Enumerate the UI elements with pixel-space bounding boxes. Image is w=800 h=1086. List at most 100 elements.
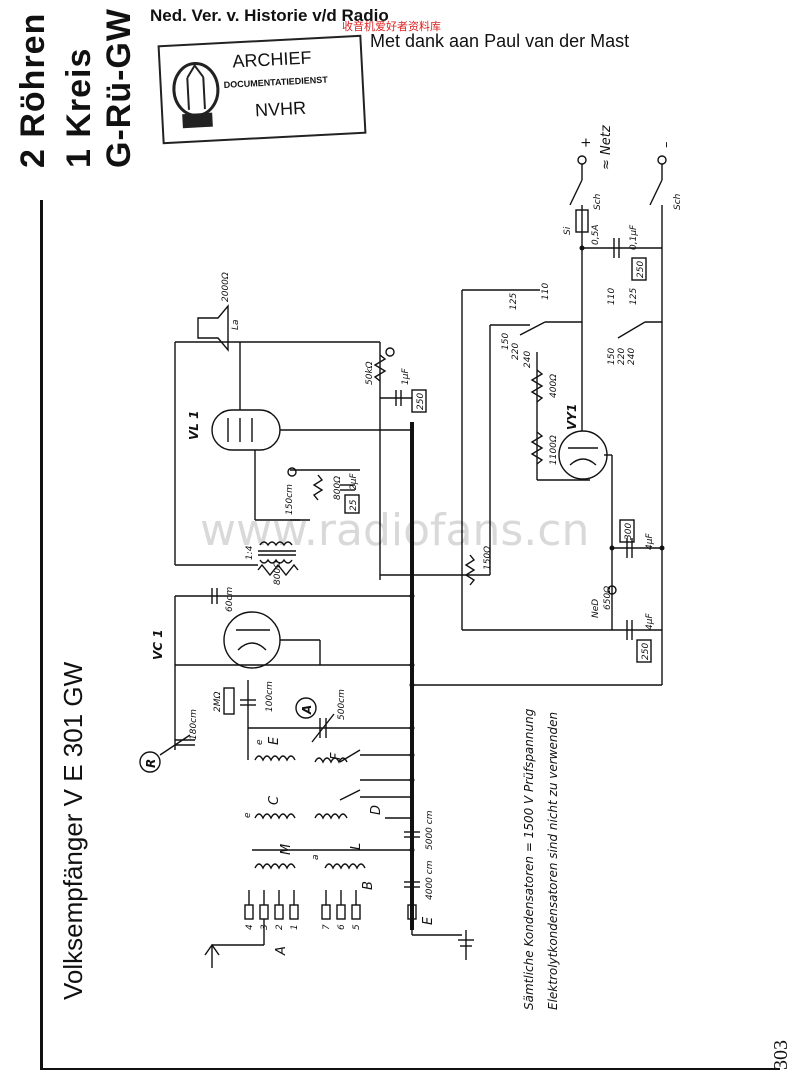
- label-r150: 150Ω: [483, 546, 493, 570]
- label-sch2: Sch: [673, 193, 683, 210]
- label-c2uf: 2µF: [349, 473, 359, 490]
- label-plus: +: [579, 137, 594, 148]
- label-c180cm: 180cm: [189, 709, 199, 740]
- terminal-4: [244, 904, 254, 920]
- label-r650: 650Ω: [603, 586, 613, 610]
- resistor-150: [464, 554, 476, 586]
- coil-d: [314, 813, 348, 820]
- mains-switch-2: [649, 179, 663, 206]
- label-si-val: 0,5A: [591, 225, 601, 245]
- coil-m: [254, 863, 296, 870]
- rectifier-tube-vy1: [558, 430, 608, 480]
- label-r1100: 1100Ω: [549, 435, 559, 465]
- mains-plus-terminal: [577, 155, 587, 165]
- terminal-5: [351, 904, 361, 920]
- label-coil-d: D: [369, 805, 384, 815]
- voltage-selector-2: [617, 321, 646, 339]
- box-250-c: [636, 639, 652, 663]
- terminal-3: [259, 904, 269, 920]
- interstage-transformer: [259, 541, 293, 547]
- terminal-6: [336, 904, 346, 920]
- wave-switch-1: [339, 749, 361, 763]
- tuning-indicator-a: [295, 697, 317, 719]
- label-gnd-e: E: [421, 916, 436, 925]
- label-t7: 7: [322, 924, 332, 930]
- output-tube-vl1: [211, 409, 281, 451]
- label-t220b: 220: [617, 348, 627, 365]
- header-association: Ned. Ver. v. Historie v/d Radio: [150, 6, 389, 25]
- header-chinese-watermark: 收音机爱好者资料库: [342, 20, 441, 33]
- label-t150a: 150: [501, 333, 511, 350]
- label-la: La: [231, 319, 241, 330]
- label-c500cm: 500cm: [337, 689, 347, 720]
- label-c4uf-a: 4µF: [645, 533, 655, 550]
- resistor-800b: [257, 563, 299, 577]
- mains-minus-terminal: [657, 155, 667, 165]
- resistor-400: [530, 369, 544, 403]
- label-t220a: 220: [511, 343, 521, 360]
- label-t110a: 110: [541, 283, 551, 300]
- schematic-labels: ≈ Netz + – Sch Sch Si 0,5A 0,1µF 250 250…: [144, 124, 683, 956]
- label-250a: 250: [636, 261, 646, 278]
- label-coil-m: M: [279, 844, 294, 855]
- terminal-1: [289, 904, 299, 920]
- label-meter-a: A: [300, 705, 314, 715]
- label-t3: 3: [260, 924, 270, 930]
- box-25: [344, 494, 360, 514]
- header-thanks: Met dank aan Paul van der Mast: [370, 31, 630, 51]
- label-coil-b: B: [361, 881, 376, 890]
- radio-tube-logo: [172, 61, 220, 129]
- label-coil-a: a: [311, 854, 321, 860]
- coil-l: [324, 863, 366, 870]
- resistor-1100: [530, 431, 544, 465]
- label-t240b: 240: [627, 348, 637, 365]
- label-t125b: 125: [629, 288, 639, 305]
- label-vy1: VY1: [565, 404, 579, 430]
- label-c01: 0,1µF: [629, 224, 639, 250]
- label-netz: ≈ Netz: [599, 124, 614, 170]
- frame-left-border: [40, 200, 43, 1070]
- label-t110b: 110: [607, 288, 617, 305]
- label-meter-r: R: [144, 759, 158, 768]
- label-t1: 1: [290, 924, 300, 930]
- wave-switch-2: [339, 789, 361, 801]
- label-r50k: 50kΩ: [365, 361, 375, 385]
- label-ant-a: A: [274, 946, 289, 956]
- voltage-selector-1: [519, 321, 546, 336]
- box-300: [619, 519, 635, 543]
- label-si: Si: [563, 226, 573, 235]
- label-coil-e-e: e: [255, 739, 265, 745]
- label-t6: 6: [337, 924, 347, 930]
- label-t125a: 125: [509, 293, 519, 310]
- coil-f: [314, 757, 348, 764]
- label-r2m: 2MΩ: [213, 692, 223, 712]
- label-c4000: 4000 cm: [425, 860, 435, 900]
- site-watermark: www.radiofans.cn: [200, 505, 590, 556]
- label-coil-f: F: [329, 752, 344, 760]
- label-coil-l: L: [349, 843, 364, 850]
- label-t5: 5: [352, 924, 362, 930]
- regen-control-r: [139, 751, 161, 773]
- terminal-7: [321, 904, 331, 920]
- label-c60cm: 60cm: [225, 587, 235, 612]
- label-ned: NeD: [591, 599, 601, 618]
- label-r400: 400Ω: [549, 374, 559, 398]
- label-sch1: Sch: [593, 193, 603, 210]
- detector-tube-vc1: [223, 611, 281, 669]
- label-coil-c-e: e: [243, 812, 253, 818]
- label-coil-c: C: [267, 795, 282, 805]
- label-vc1: VC 1: [151, 629, 165, 660]
- label-c1uf: 1µF: [401, 368, 411, 385]
- resistor-50k: [373, 354, 387, 382]
- coil-e: [254, 755, 296, 762]
- label-250c: 250: [641, 643, 651, 660]
- label-coil-e: E: [267, 736, 282, 745]
- label-c4uf-b: 4µF: [645, 613, 655, 630]
- label-t240a: 240: [523, 351, 533, 368]
- label-ratio: 1:4: [245, 545, 255, 560]
- label-c5000: 5000 cm: [425, 810, 435, 850]
- label-t150b: 150: [607, 348, 617, 365]
- fuse-si: [575, 209, 589, 233]
- neon-lamp: [607, 585, 617, 595]
